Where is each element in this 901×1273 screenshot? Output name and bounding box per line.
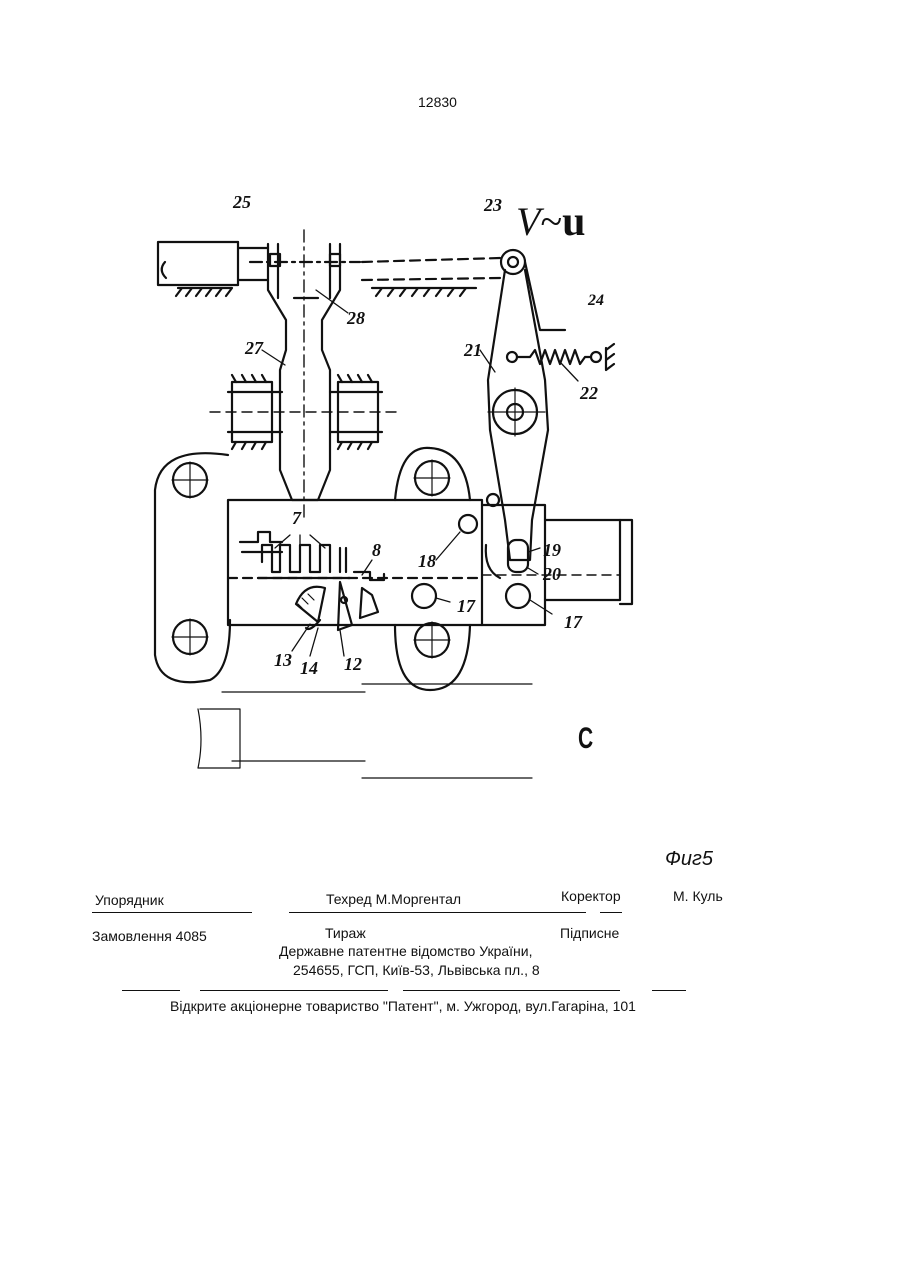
ref-label-12: 12 xyxy=(344,654,362,675)
ref-label-17b: 17 xyxy=(564,612,582,633)
spring-22 xyxy=(507,344,614,370)
ref-label-23: 23 xyxy=(484,195,502,216)
leader-lines xyxy=(262,290,578,656)
compiler-label: Упорядник xyxy=(95,892,164,908)
ref-label-27: 27 xyxy=(245,338,263,359)
ref-label-7: 7 xyxy=(292,508,301,529)
u-letter: u xyxy=(562,199,585,245)
v-u-mark: V~u xyxy=(516,202,585,242)
bottom-rule-2 xyxy=(200,990,388,991)
figure-caption: Фиг5 xyxy=(665,848,713,871)
lever-21 xyxy=(488,250,565,572)
c-mark: C xyxy=(578,722,593,756)
ref-label-13: 13 xyxy=(274,650,292,671)
bottom-rule-1 xyxy=(122,990,180,991)
techred: Техред М.Моргентал xyxy=(326,891,461,907)
corrector-rule xyxy=(600,912,622,913)
office-line-1: Державне патентне відомство України, xyxy=(279,943,533,959)
corrector-name: М. Куль xyxy=(673,888,723,904)
cross-shaft xyxy=(210,375,400,449)
ref-label-28: 28 xyxy=(347,308,365,329)
ref-label-17a: 17 xyxy=(457,596,475,617)
bottom-rule-3 xyxy=(403,990,620,991)
scan-artifacts xyxy=(198,681,640,778)
order-number: Замовлення 4085 xyxy=(92,928,207,944)
ref-label-14: 14 xyxy=(300,658,318,679)
ref-label-20: 20 xyxy=(543,564,561,585)
v-tilde: ~ xyxy=(540,199,562,244)
ratchet-mechanism xyxy=(240,532,384,630)
link-27-28 xyxy=(250,230,360,520)
ref-label-25: 25 xyxy=(233,192,251,213)
techred-rule xyxy=(289,912,586,913)
bottom-rule-4 xyxy=(652,990,686,991)
page-number: 12830 xyxy=(418,94,457,110)
ref-label-21: 21 xyxy=(464,340,482,361)
ref-label-22: 22 xyxy=(580,383,598,404)
publisher: Відкрите акціонерне товариство "Патент",… xyxy=(170,998,636,1014)
corrector-label: Коректор xyxy=(561,888,621,904)
ref-label-8: 8 xyxy=(372,540,381,561)
circulation: Тираж xyxy=(325,925,366,941)
ref-label-19: 19 xyxy=(543,540,561,561)
mechanism-drawing xyxy=(140,180,640,780)
office-line-2: 254655, ГСП, Київ-53, Львівська пл., 8 xyxy=(293,962,540,978)
signed: Підписне xyxy=(560,925,619,941)
compiler-rule xyxy=(92,912,252,913)
v-letter: V xyxy=(516,199,540,244)
ref-label-18: 18 xyxy=(418,551,436,572)
ref-label-24: 24 xyxy=(588,292,604,310)
